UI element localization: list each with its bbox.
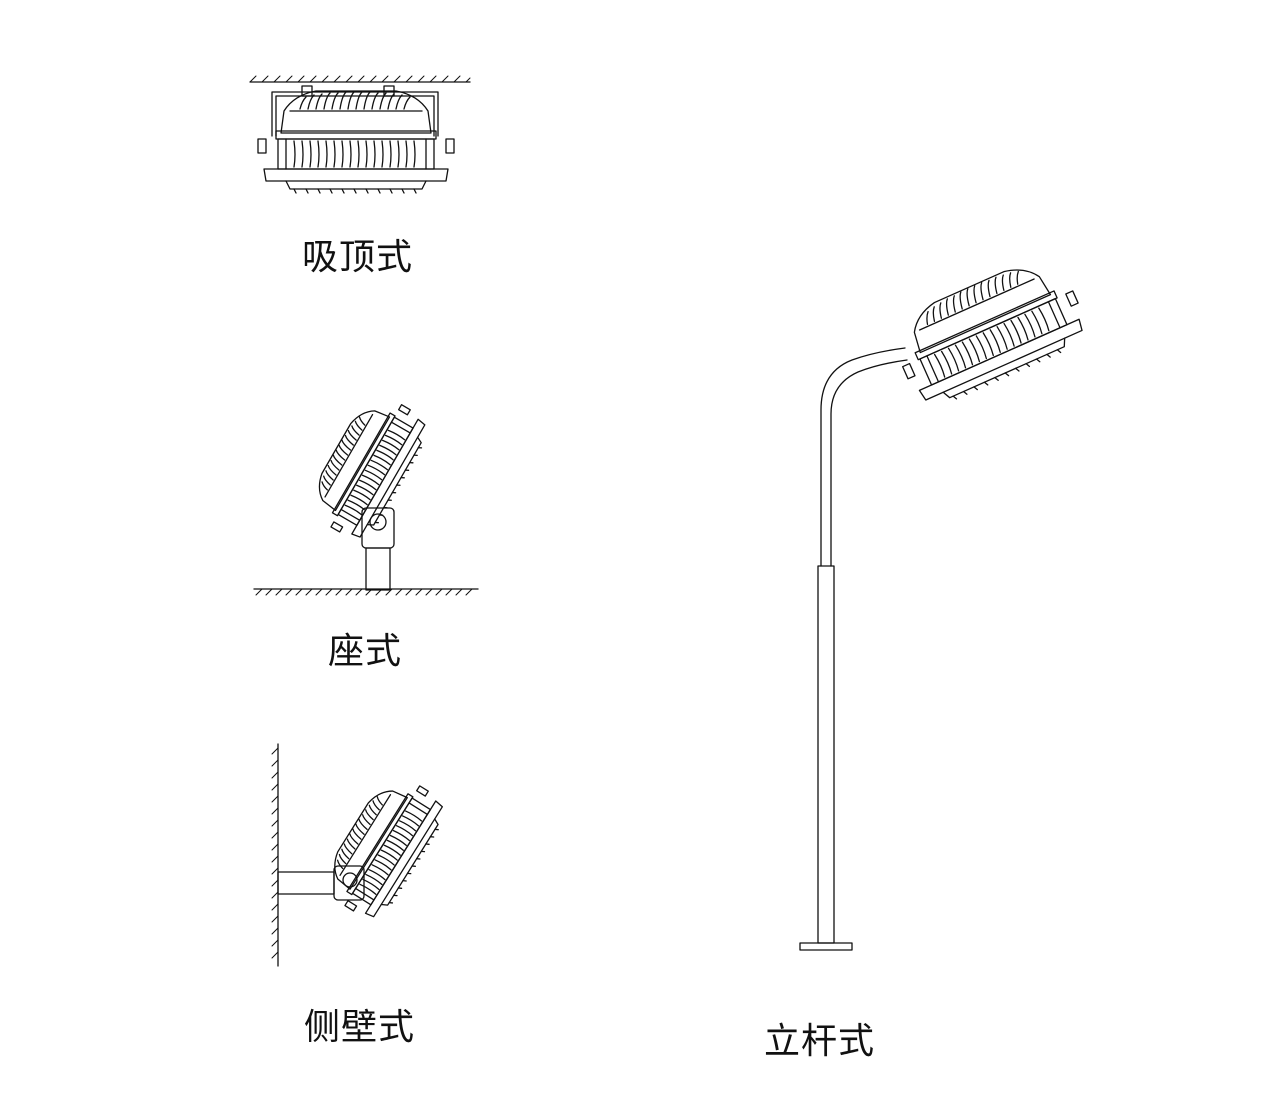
wall-hatch <box>272 748 278 958</box>
base-mount-figure <box>254 386 478 595</box>
base-lamp <box>300 386 436 547</box>
ceiling-mount-figure <box>250 76 470 194</box>
wall-lamp <box>315 767 454 927</box>
base-pivot <box>362 508 394 548</box>
ceiling-hatch <box>250 76 470 82</box>
pole-lower <box>818 566 834 943</box>
pole-lamp <box>883 248 1095 415</box>
pole-mount-figure <box>800 248 1095 950</box>
pole-base-plate <box>800 943 852 950</box>
ceiling-mount-label: 吸顶式 <box>302 237 414 278</box>
wall-arm <box>278 872 334 894</box>
ceiling-lamp <box>257 90 455 194</box>
wall-mount-figure <box>272 744 454 966</box>
pole-mount-label: 立杆式 <box>764 1021 876 1062</box>
base-mount-label: 座式 <box>328 631 403 672</box>
base-post <box>366 548 390 590</box>
ground-hatch <box>256 589 472 595</box>
wall-mount-label: 侧壁式 <box>304 1007 416 1048</box>
pole-upper <box>821 348 907 566</box>
